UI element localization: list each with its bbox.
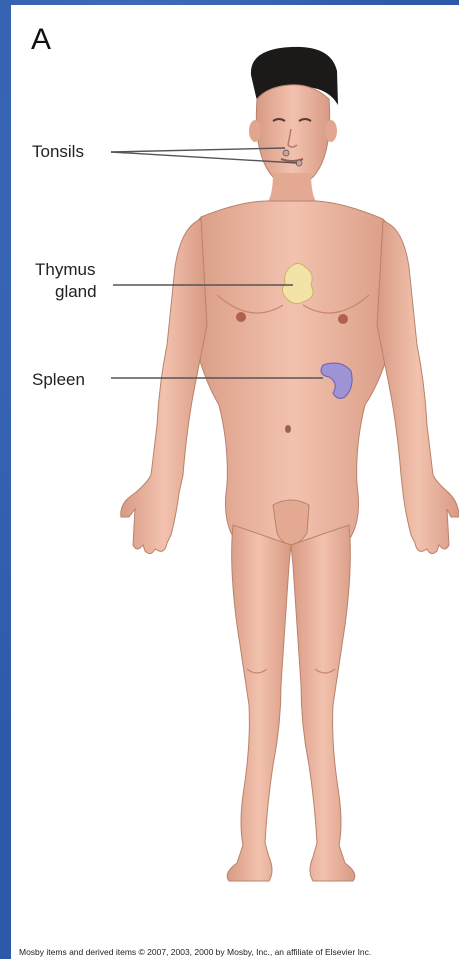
tonsils-leader-upper xyxy=(111,148,285,152)
label-thymus-line2: gland xyxy=(55,281,97,302)
label-thymus-line1: Thymus xyxy=(35,259,95,280)
figure-panel: A Tonsils Thymus gland Spleen Mosby item… xyxy=(11,5,459,959)
label-tonsils: Tonsils xyxy=(32,141,84,162)
left-leg xyxy=(227,525,291,881)
torso xyxy=(187,201,399,545)
label-spleen: Spleen xyxy=(32,369,85,390)
right-arm xyxy=(377,221,459,554)
copyright-notice: Mosby items and derived items © 2007, 20… xyxy=(19,947,459,957)
left-arm xyxy=(121,219,207,554)
head xyxy=(256,85,329,185)
neck xyxy=(267,173,317,203)
tonsil-left xyxy=(283,150,289,156)
panel-letter: A xyxy=(31,23,51,57)
right-leg xyxy=(291,525,355,881)
